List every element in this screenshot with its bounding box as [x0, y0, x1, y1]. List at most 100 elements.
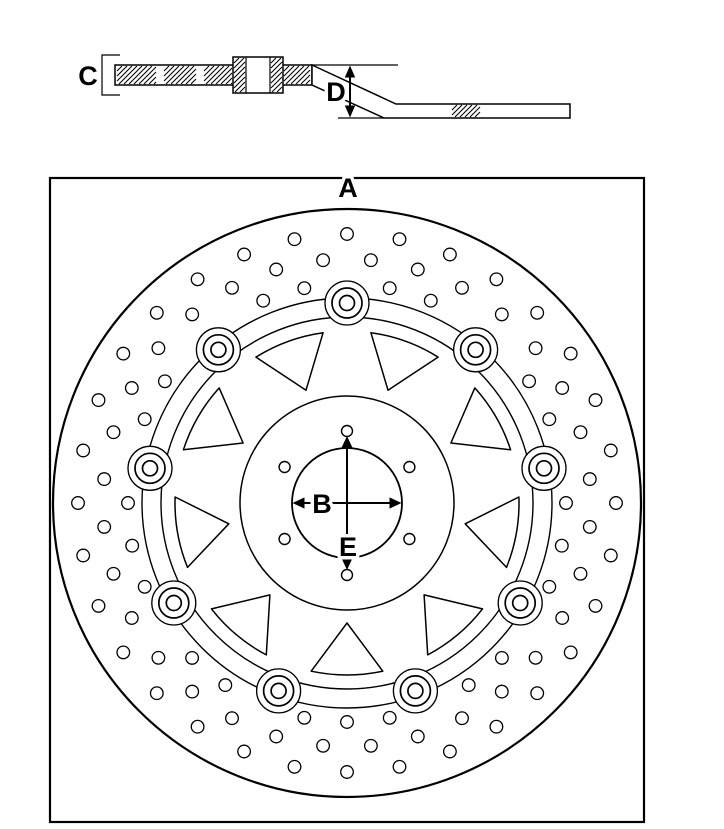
- drilled-hole: [530, 686, 545, 701]
- section-hatching: [116, 57, 481, 118]
- drilled-hole: [461, 678, 476, 693]
- drilled-hole: [554, 538, 569, 553]
- drilled-hole: [555, 381, 570, 395]
- drilled-hole: [116, 645, 131, 660]
- drilled-hole: [149, 686, 164, 701]
- drilled-hole: [392, 232, 407, 247]
- spoke-window: [174, 496, 230, 569]
- drilled-hole: [151, 650, 166, 665]
- drilled-hole: [609, 496, 623, 510]
- drilled-hole: [582, 472, 597, 487]
- drilled-hole: [455, 280, 469, 295]
- drilled-hole: [91, 393, 106, 408]
- drilled-hole: [340, 715, 354, 729]
- spoke-window: [310, 622, 384, 676]
- arrowhead-right-icon: [389, 497, 402, 509]
- drilled-hole: [542, 579, 557, 594]
- float-button-center: [467, 341, 484, 359]
- drilled-hole: [410, 262, 425, 277]
- drilled-hole: [149, 305, 164, 320]
- drilled-hole: [151, 341, 166, 356]
- drilled-hole: [573, 566, 588, 581]
- drilled-hole: [563, 346, 578, 361]
- drilled-hole: [218, 678, 233, 693]
- drilled-hole: [530, 305, 545, 320]
- dim-label-e: E: [339, 532, 357, 562]
- drilled-hole: [494, 307, 509, 322]
- drilled-hole: [423, 293, 438, 308]
- drilled-hole: [489, 272, 504, 287]
- carrier-windows: [174, 331, 520, 676]
- drilled-hole: [297, 281, 312, 296]
- drilled-hole: [269, 729, 284, 744]
- drilled-hole: [588, 393, 603, 408]
- drilled-hole: [588, 598, 603, 613]
- drilled-hole: [269, 262, 284, 277]
- drilled-hole: [542, 412, 557, 427]
- bolt-hole: [340, 424, 354, 438]
- drilled-hole: [137, 412, 152, 427]
- arrowhead-down-icon: [344, 105, 356, 118]
- drilled-hole: [442, 744, 457, 759]
- thickness-bracket: [101, 54, 120, 96]
- dim-label-a: A: [338, 173, 358, 203]
- bolt-hole: [340, 568, 354, 582]
- arrowhead-up-icon: [341, 436, 353, 448]
- bolt-hole: [403, 460, 416, 474]
- drilled-hole: [256, 293, 271, 308]
- drilled-hole: [603, 443, 618, 458]
- bolt-hole: [403, 532, 416, 546]
- drilled-hole: [237, 744, 252, 759]
- float-button-center: [210, 341, 227, 359]
- drilled-hole: [559, 496, 573, 510]
- spoke-window: [370, 331, 439, 391]
- drilled-hole: [340, 227, 354, 241]
- float-buttons: [127, 280, 567, 714]
- drilled-hole: [528, 341, 543, 356]
- spoke-window: [423, 594, 484, 656]
- drilled-hole: [563, 645, 578, 660]
- drilled-hole: [340, 765, 354, 779]
- drilled-hole: [382, 710, 397, 725]
- drilled-hole: [287, 232, 302, 247]
- drilled-hole: [489, 719, 504, 734]
- float-button-center: [141, 459, 159, 477]
- drilled-hole: [116, 346, 131, 361]
- drilled-hole: [287, 759, 302, 774]
- dim-label-b: B: [312, 489, 332, 519]
- drilled-hole: [297, 710, 312, 725]
- drilled-hole: [91, 598, 106, 613]
- drilled-hole: [97, 519, 112, 534]
- drilled-hole: [582, 519, 597, 534]
- float-button-center: [165, 594, 183, 612]
- drilled-hole: [121, 496, 135, 510]
- drilled-hole: [124, 611, 139, 625]
- drilled-hole: [363, 738, 378, 753]
- drilled-hole: [71, 496, 85, 510]
- float-button-center: [535, 459, 553, 477]
- float-button-center: [270, 682, 287, 700]
- drilled-hole: [185, 650, 200, 665]
- drilled-hole: [603, 548, 618, 563]
- carrier-section: [311, 63, 571, 119]
- drilled-hole: [555, 611, 570, 625]
- drilled-hole: [363, 253, 378, 268]
- arrowhead-up-icon: [344, 65, 356, 78]
- drilled-hole: [522, 374, 537, 389]
- drilled-hole: [185, 307, 200, 322]
- dim-label-c: C: [78, 61, 98, 91]
- spoke-window: [210, 594, 271, 656]
- spoke-window: [255, 331, 324, 391]
- float-button-center: [338, 294, 356, 312]
- front-view: [48, 176, 646, 824]
- drilled-hole: [225, 280, 239, 295]
- drilled-hole: [410, 729, 425, 744]
- spoke-window: [464, 496, 520, 569]
- drilled-hole: [442, 247, 457, 262]
- drilled-hole: [494, 684, 509, 699]
- spoke-window: [182, 387, 244, 451]
- drilled-hole: [76, 548, 91, 563]
- drilled-hole: [76, 443, 91, 458]
